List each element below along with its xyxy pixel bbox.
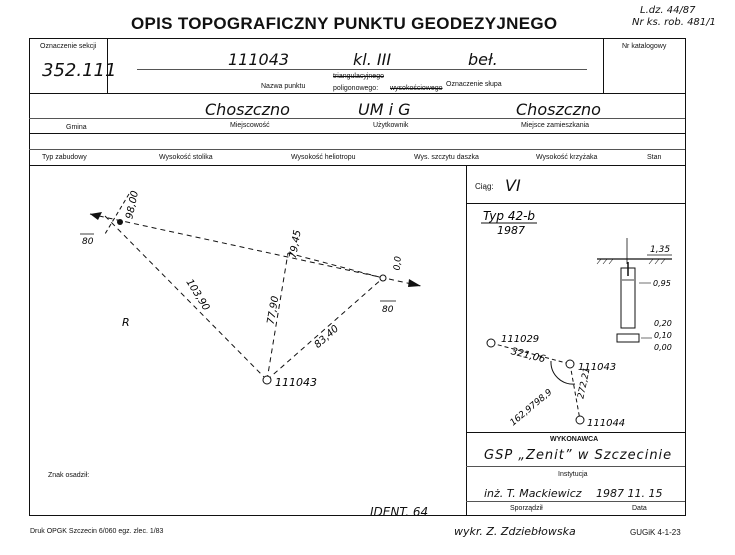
pillar-label: Oznaczenie słupa xyxy=(446,81,502,88)
ciag-label: Ciąg: xyxy=(475,182,494,191)
point-material: beł. xyxy=(468,50,498,69)
point-name-label: Nazwa punktu xyxy=(261,83,306,90)
residence-label: Miejsce zamieszkania xyxy=(521,122,590,129)
reference-number-2: Nr ks. rob. 481/1 xyxy=(632,17,716,28)
form-frame xyxy=(29,38,686,516)
point-a: 111029 xyxy=(501,334,539,345)
user-label: Użytkownik xyxy=(373,122,409,129)
cross-height-label: Wysokość krzyżaka xyxy=(536,154,598,161)
location-sketch: 98,00 80 103,90 77,90 79,45 83,40 0,0 80… xyxy=(80,190,422,389)
point-class: kl. III xyxy=(353,50,392,69)
gmina-value: Choszczno xyxy=(205,100,290,119)
mark-diagram: Typ 42-b 1987 1,35 0,95 0,20 0,10 0,00 1… xyxy=(481,209,672,429)
catalog-label: Nr katalogowy xyxy=(622,43,667,50)
network-type-label: poligonowego: xyxy=(333,85,379,92)
date-value: 1987 11. 15 xyxy=(596,487,663,500)
dim-020: 0,20 xyxy=(654,319,672,328)
user-value: UM i G xyxy=(358,100,411,119)
made-by-label: Sporządził xyxy=(510,505,543,512)
wykonawca-label: WYKONAWCA xyxy=(550,436,599,443)
distance-c: 79,45 xyxy=(288,229,304,259)
drafter: wykr. Z. Zdziebłowska xyxy=(454,525,576,538)
ciag-value: VI xyxy=(505,176,521,195)
marker-left-value: 80 xyxy=(82,237,94,247)
dim-000: 0,00 xyxy=(654,343,672,352)
gmina-label: Gmina xyxy=(66,124,87,131)
distance-b: 77,90 xyxy=(266,295,282,325)
institution-label: Instytucja xyxy=(558,471,588,478)
main-point-label: 111043 xyxy=(275,376,317,389)
status-label: Stan xyxy=(647,154,662,161)
distance-ab: 321,06 xyxy=(510,346,547,365)
znak-osadzil-label: Znak osadził: xyxy=(48,472,90,479)
distance-top: 98,00 xyxy=(124,190,141,220)
section-label: Oznaczenie sekcji xyxy=(40,43,97,50)
date-label: Data xyxy=(632,505,647,512)
point-number: 111043 xyxy=(228,50,290,69)
distance-d: 83,40 xyxy=(313,323,342,350)
town-label: Miejscowość xyxy=(230,122,270,129)
building-type-label: Typ zabudowy xyxy=(42,154,87,161)
dim-095: 0,95 xyxy=(653,279,671,288)
roof-height-label: Wys. szczytu daszka xyxy=(414,154,479,161)
point-b: 111043 xyxy=(578,362,616,373)
form-title: OPIS TOPOGRAFICZNY PUNKTU GEODEZYJNEGO xyxy=(131,14,558,33)
reference-number-1: L.dz. 44/87 xyxy=(640,5,696,16)
person-value: inż. T. Mackiewicz xyxy=(484,487,582,500)
table-height-label: Wysokość stolika xyxy=(159,154,213,161)
residence-value: Choszczno xyxy=(516,100,601,119)
form-code: GUGiK 4-1-23 xyxy=(630,528,681,537)
marker-right-top: 0,0 xyxy=(393,256,404,271)
ident-value: IDENT. 64 xyxy=(370,505,429,519)
section-value: 352.111 xyxy=(42,60,117,81)
struck-network-type-2: wysokościowego xyxy=(390,85,443,92)
dim-top: 1,35 xyxy=(650,245,670,255)
mark-year: 1987 xyxy=(497,224,525,237)
angle-value: 162,9798,9 xyxy=(509,387,555,428)
mark-type: Typ 42-b xyxy=(483,209,535,223)
point-c: 111044 xyxy=(587,418,625,429)
print-info: Druk OPGK Szczecin 6/060 egz. zlec. 1/83 xyxy=(30,528,164,535)
marker-right-value: 80 xyxy=(382,305,394,315)
struck-network-type: triangulacyjnego xyxy=(333,73,384,80)
dim-010: 0,10 xyxy=(654,331,672,340)
heliotrope-height-label: Wysokość heliotropu xyxy=(291,154,356,161)
company-value: GSP „Zenit” w Szczecinie xyxy=(484,448,673,463)
distance-a: 103,90 xyxy=(183,277,211,313)
letter-r: R xyxy=(122,316,130,329)
